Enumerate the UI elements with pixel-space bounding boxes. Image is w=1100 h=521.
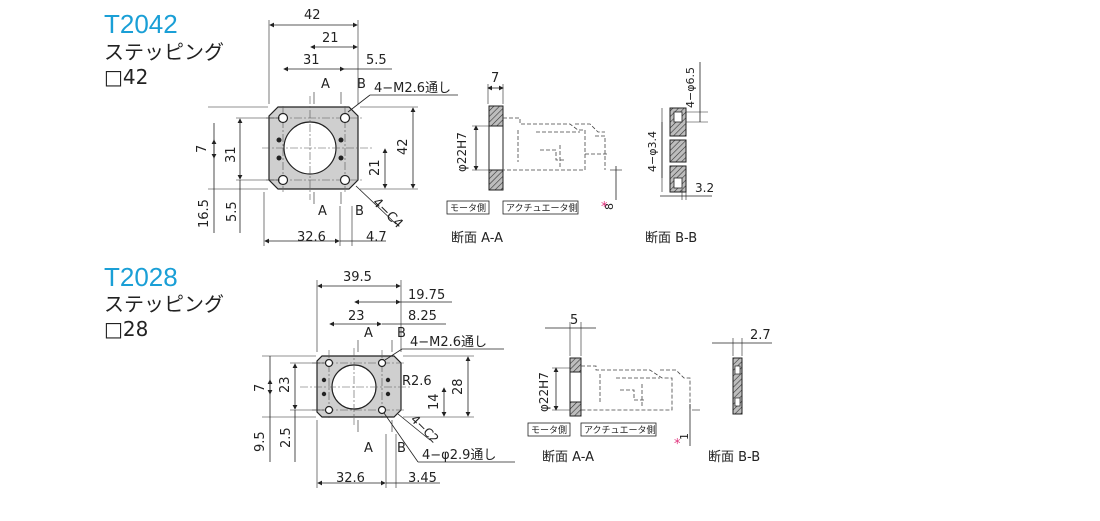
t2042-hole xyxy=(339,112,351,124)
t2028-aa-dim-1: 1 xyxy=(678,433,691,440)
t2042-bb-dim-3-2: 3.2 xyxy=(695,181,714,195)
t2028-motor-side-tag: モータ側 xyxy=(531,424,567,436)
t2028-tap-note: 4−M2.6通し xyxy=(410,335,487,350)
t2028-aa-bore: φ22H7 xyxy=(537,372,551,412)
t2028-radius: R2.6 xyxy=(402,374,432,389)
t2042-bb-hole: 4−φ3.4 xyxy=(646,131,659,172)
t2042-dim-31-top: 31 xyxy=(303,53,320,68)
t2042-dim-7: 7 xyxy=(195,145,210,153)
t2042-section-aa-title: 断面 A-A xyxy=(451,231,503,246)
t2028-aa-asterisk: * xyxy=(674,437,681,452)
t2042-section-b-top: B xyxy=(357,77,366,92)
t2028-section-bb-title: 断面 B-B xyxy=(708,450,760,465)
t2042-dim-21-top: 21 xyxy=(322,31,339,46)
t2028-dim-14-right: 14 xyxy=(427,393,442,410)
t2028-section-aa: 5 φ22H7 1 * モータ側 アクチュエータ側 断面 A-A xyxy=(527,313,700,465)
t2028-motor-label: ステッピング xyxy=(104,292,224,316)
t2042-dim-5-5: 5.5 xyxy=(366,53,387,68)
t2042-bb-cbore: 4−φ6.5 xyxy=(684,67,697,108)
t2042-hole xyxy=(339,174,351,186)
t2028-section-b-bottom: B xyxy=(397,441,406,456)
t2042-dim-31-left: 31 xyxy=(224,146,239,163)
t2042-size-label: □42 xyxy=(104,65,148,89)
t2028-dim-23-left: 23 xyxy=(278,376,293,393)
t2028-dim-32-6: 32.6 xyxy=(336,471,365,486)
t2042-section-a-top: A xyxy=(321,77,330,92)
t2028-hole xyxy=(377,358,387,368)
t2028-section-b-top: B xyxy=(397,326,406,341)
t2042-motor-label: ステッピング xyxy=(104,40,224,64)
t2028-front-view: A B A B 39.5 19.75 23 8.25 4−M2.6通し R2.6… xyxy=(253,270,515,488)
t2028-dim-19-75: 19.75 xyxy=(408,288,445,303)
t2042-front-view: A B A B 42 21 31 5.5 4−M2.6通し 7 31 16.5 … xyxy=(195,8,458,246)
t2042-model-title: T2042 xyxy=(104,9,178,39)
t2042-section-bb-title: 断面 B-B xyxy=(645,231,697,246)
t2028-dim-28-right: 28 xyxy=(451,378,466,395)
t2042-section-bb: 4−φ6.5 4−φ3.4 3.2 断面 B-B xyxy=(645,62,714,246)
t2028-dim-9-5: 9.5 xyxy=(253,431,268,452)
t2028-dim-2-5: 2.5 xyxy=(279,427,294,448)
t2042-dim-42-right: 42 xyxy=(396,138,411,155)
t2042-header: T2042 ステッピング □42 xyxy=(104,9,224,89)
t2042-dim-5-5-left: 5.5 xyxy=(225,201,240,222)
t2042-chamfer-note: 4−C4 xyxy=(369,195,405,231)
t2042-aa-dim-8: 8 xyxy=(603,203,616,210)
t2028-section-a-top: A xyxy=(364,326,373,341)
t2028-aa-dim-5: 5 xyxy=(570,313,578,328)
t2028-hole-note: 4−φ2.9通し xyxy=(422,448,496,463)
t2042-actuator-side-tag: アクチュエータ側 xyxy=(506,202,578,214)
t2028-dim-8-25: 8.25 xyxy=(408,309,437,324)
t2028-hole xyxy=(324,405,334,415)
t2042-section-b-bottom: B xyxy=(355,204,364,219)
t2042-dim-16-5: 16.5 xyxy=(197,199,212,228)
t2028-size-label: □28 xyxy=(104,317,148,341)
t2042-section-a-bottom: A xyxy=(318,204,327,219)
t2028-dim-23-top: 23 xyxy=(348,309,365,324)
t2028-section-aa-title: 断面 A-A xyxy=(542,450,594,465)
t2028-bb-dim-2-7: 2.7 xyxy=(750,328,771,343)
t2028-dim-7: 7 xyxy=(253,384,268,392)
t2028-dim-39-5: 39.5 xyxy=(343,270,372,285)
t2042-motor-side-tag: モータ側 xyxy=(450,202,486,214)
t2028-actuator-side-tag: アクチュエータ側 xyxy=(584,424,656,436)
t2042-dim-21-right: 21 xyxy=(368,159,383,176)
t2042-aa-bore: φ22H7 xyxy=(455,132,469,172)
t2042-tap-note: 4−M2.6通し xyxy=(374,81,451,96)
t2028-section-bb: 2.7 断面 B-B xyxy=(708,328,772,465)
t2042-aa-asterisk: * xyxy=(601,200,608,215)
t2028-dim-3-45: 3.45 xyxy=(408,471,437,486)
t2042-dim-32-6: 32.6 xyxy=(297,230,326,245)
t2042-aa-dim-7: 7 xyxy=(491,71,499,86)
t2028-hole xyxy=(324,358,334,368)
t2042-dim-42-top: 42 xyxy=(304,8,321,23)
t2042-section-aa: 7 φ22H7 8 * モータ側 アクチュエータ側 断面 A-A xyxy=(446,71,622,246)
t2028-model-title: T2028 xyxy=(104,262,178,292)
t2028-section-a-bottom: A xyxy=(364,441,373,456)
t2028-hole xyxy=(377,405,387,415)
t2028-header: T2028 ステッピング □28 xyxy=(104,262,224,341)
t2042-dim-4-7: 4.7 xyxy=(366,230,387,245)
